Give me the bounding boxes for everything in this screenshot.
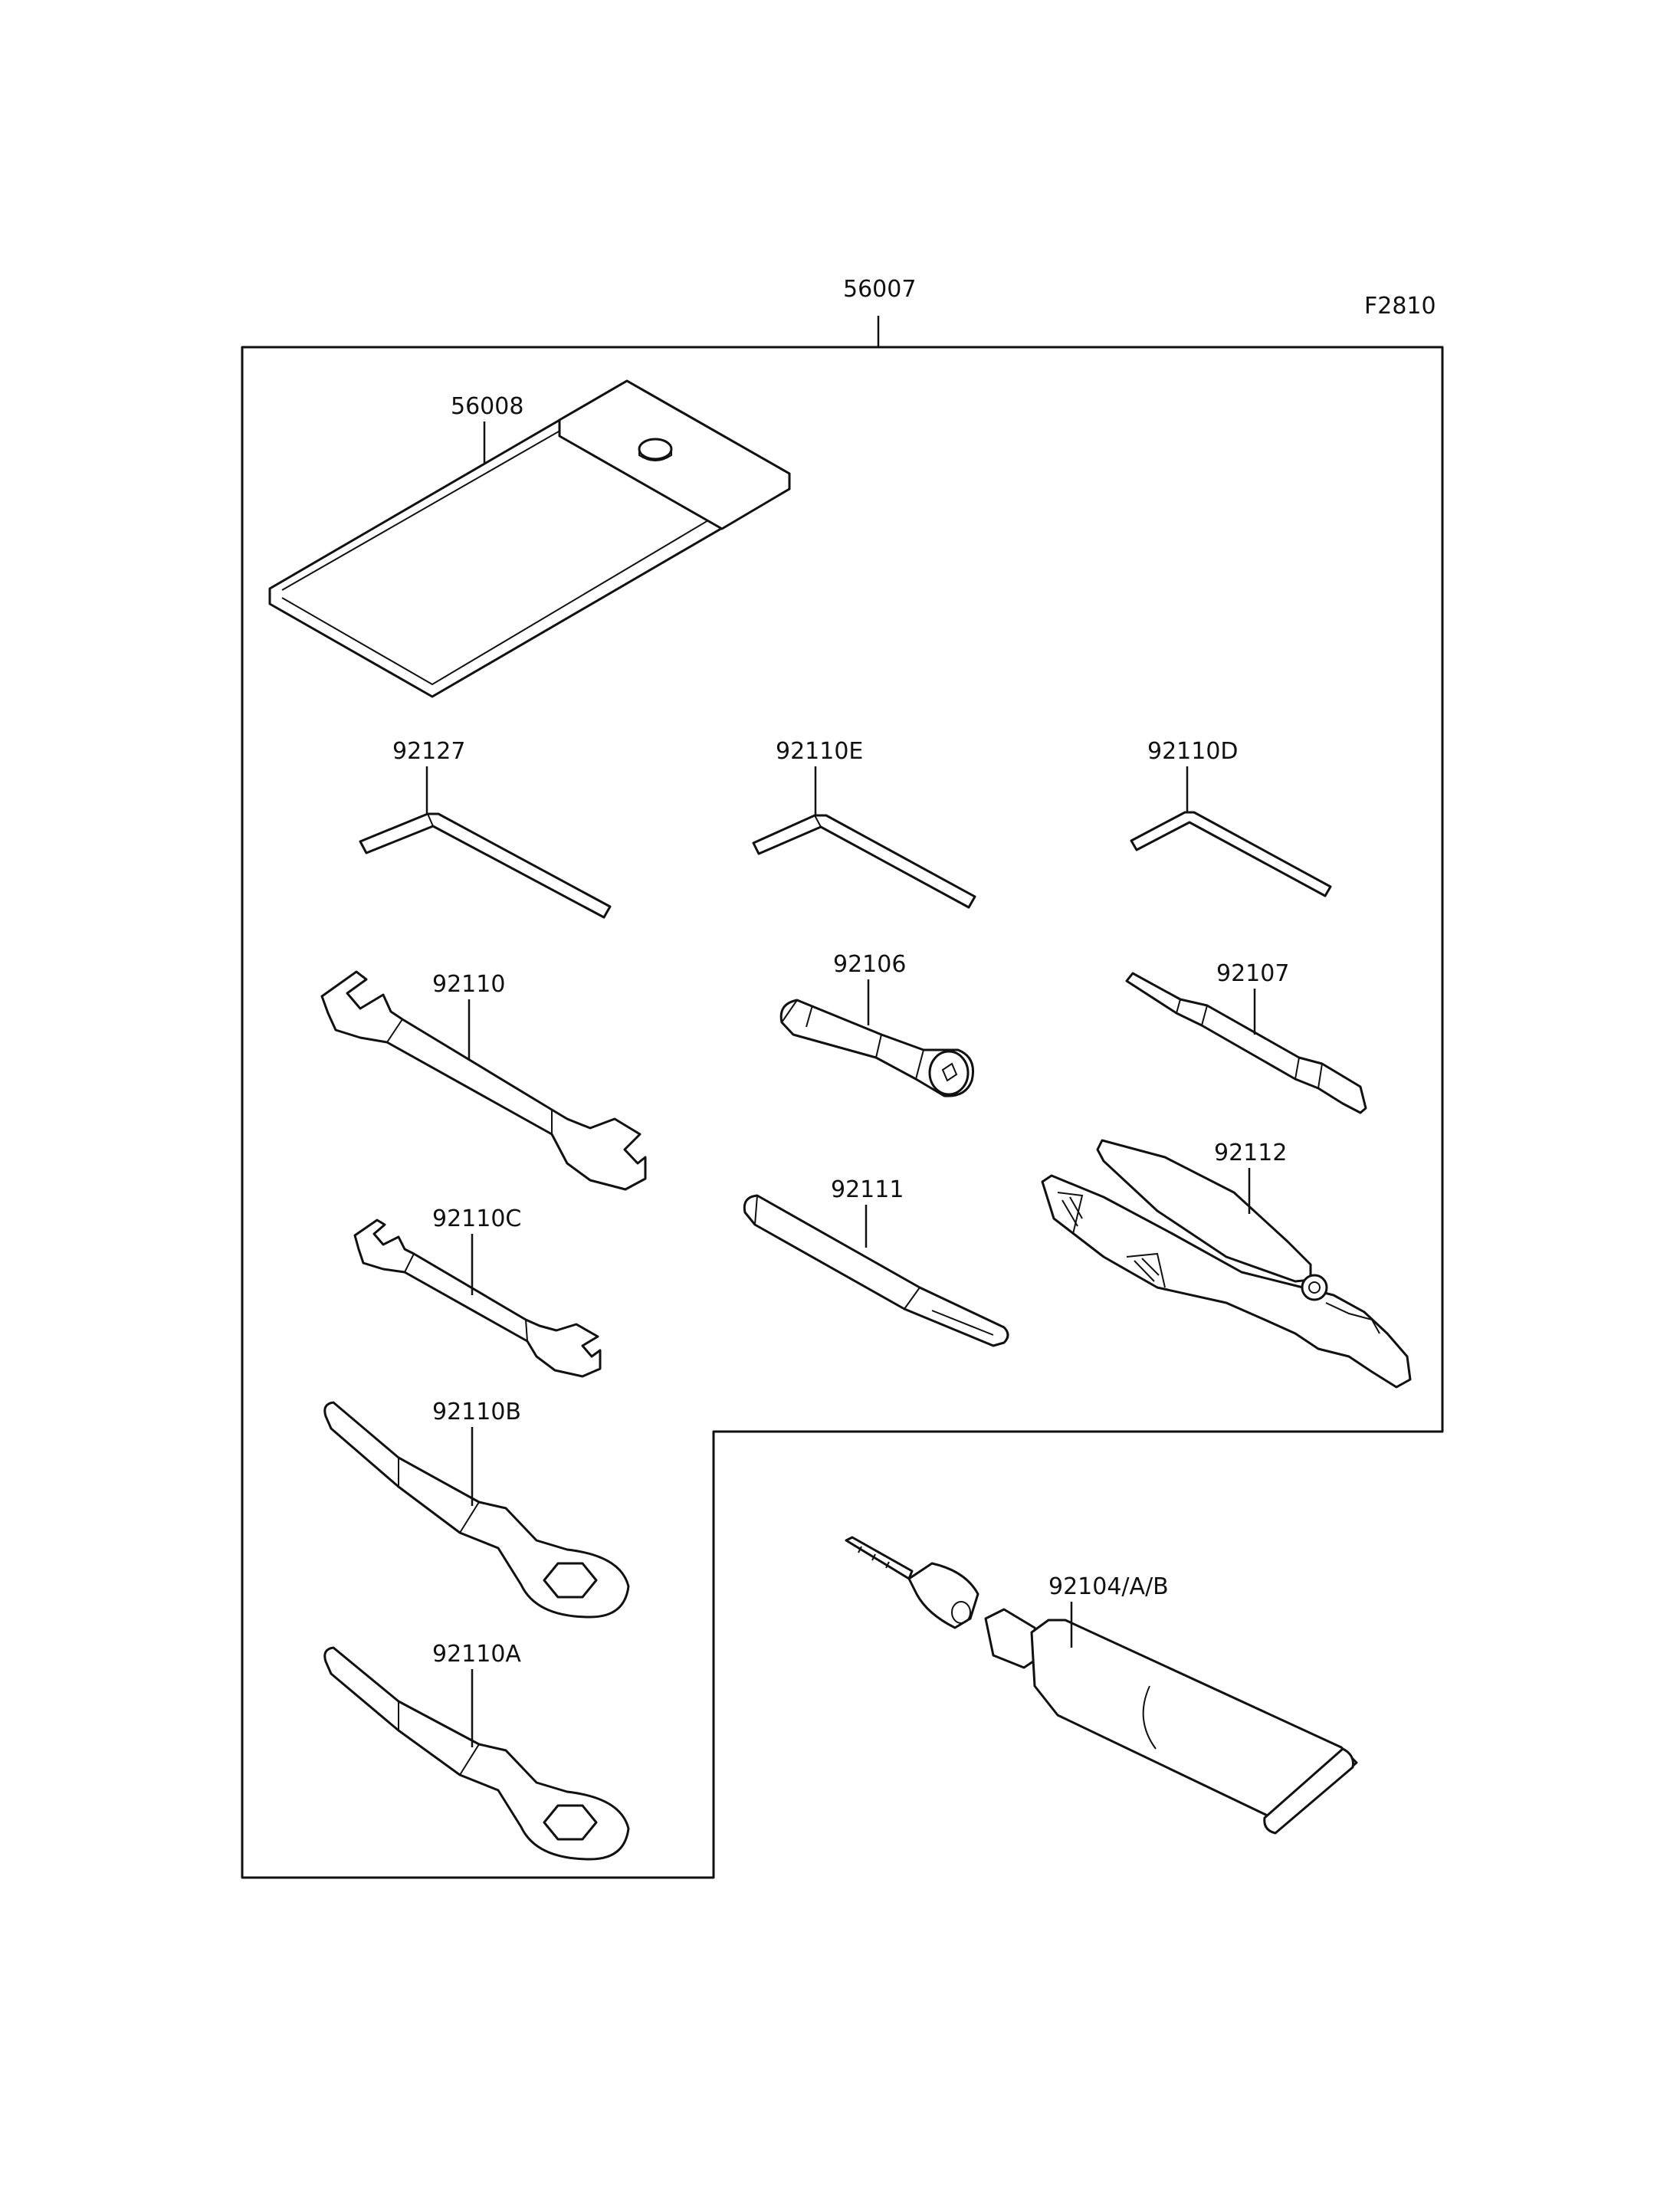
figure-code: F2810 — [1364, 293, 1436, 320]
pouch-label: 56008 — [451, 393, 523, 420]
box-wrench-lower-label: 92110A — [432, 1641, 521, 1668]
assembly-frame — [241, 346, 1444, 1879]
hex-key-small-drawing — [1130, 811, 1332, 897]
grease-tube-drawing — [845, 1536, 1358, 1835]
hex-key-large-drawing — [359, 812, 612, 919]
wrench-large-drawing — [320, 970, 647, 1191]
wrench-small-label: 92110C — [432, 1205, 521, 1232]
hex-key-small-label: 92110D — [1147, 738, 1239, 765]
pliers-label: 92112 — [1214, 1140, 1287, 1166]
wrench-small-drawing — [353, 1219, 602, 1378]
assembly-label: 56007 — [843, 276, 916, 303]
screwdriver-handle-drawing — [779, 999, 974, 1097]
tool-pouch-drawing — [268, 379, 791, 698]
screwdriver-bit-label: 92107 — [1216, 960, 1289, 987]
hex-key-large-label: 92127 — [392, 738, 465, 765]
hex-key-medium-drawing — [752, 814, 976, 909]
screwdriver-handle-label: 92106 — [833, 951, 906, 978]
box-wrench-upper-drawing — [323, 1401, 630, 1619]
grease-tube-label: 92104/A/B — [1048, 1573, 1169, 1600]
box-wrench-lower-drawing — [323, 1646, 630, 1861]
wrench-large-label: 92110 — [432, 971, 505, 998]
hex-key-medium-label: 92110E — [776, 738, 863, 765]
box-wrench-upper-label: 92110B — [432, 1399, 521, 1425]
screwdriver-bit-drawing — [1125, 972, 1367, 1114]
extension-bar-label: 92111 — [831, 1176, 904, 1203]
extension-bar-drawing — [743, 1194, 1009, 1347]
pliers-drawing — [1041, 1139, 1412, 1389]
